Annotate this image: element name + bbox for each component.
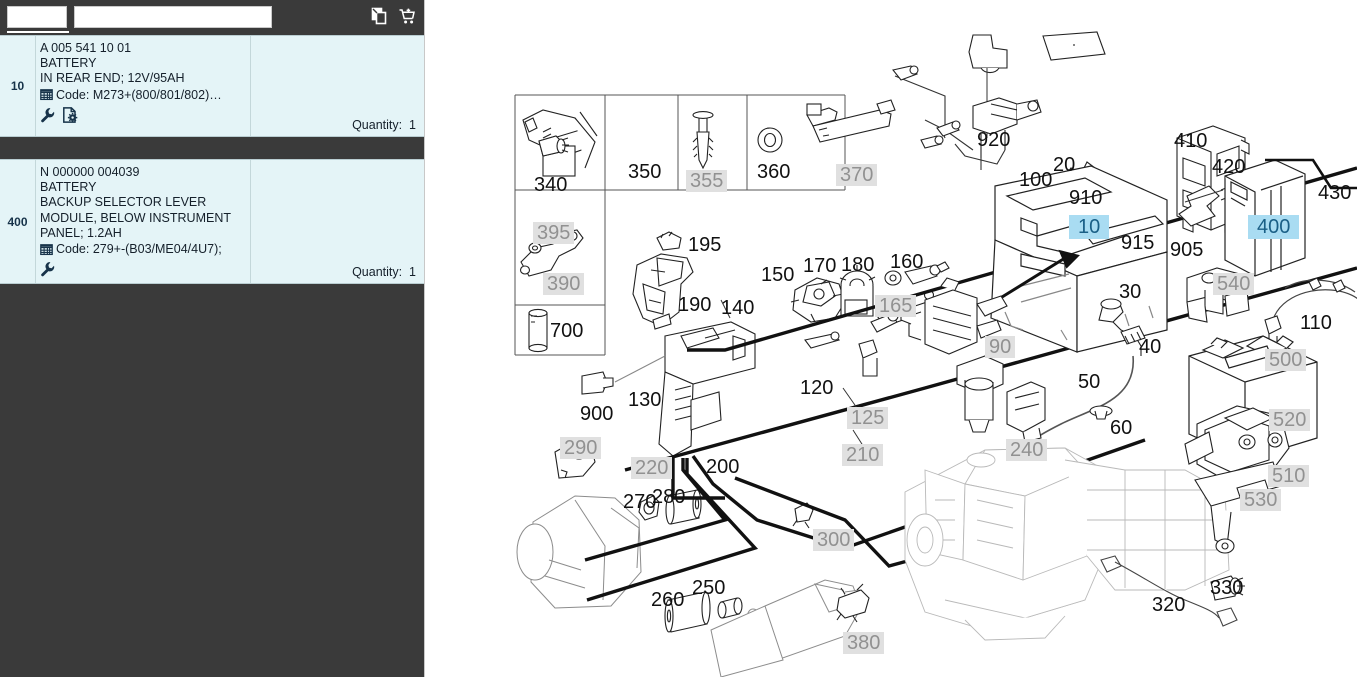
part-code-line: Code: M273+(800/801/802)… <box>40 87 246 103</box>
table-row[interactable]: 10 A 005 541 10 01 BATTERY IN REAR END; … <box>0 35 424 137</box>
callout-195[interactable]: 195 <box>688 234 722 256</box>
callout-260[interactable]: 260 <box>651 589 685 611</box>
row-quantity-cell: Quantity: 1 <box>251 36 424 136</box>
part-description-line2: MODULE, BELOW INSTRUMENT <box>40 210 231 225</box>
part-description: IN REAR END; 12V/95AH <box>40 71 185 86</box>
callout-250[interactable]: 250 <box>692 577 726 599</box>
part-number: N 000000 004039 <box>40 165 140 179</box>
wrench-icon[interactable] <box>40 261 56 277</box>
callout-915[interactable]: 915 <box>1121 232 1155 254</box>
callout-390[interactable]: 390 <box>543 273 585 295</box>
wrench-icon[interactable] <box>40 107 56 123</box>
part-number: A 005 541 10 01 <box>40 41 132 55</box>
table-icon <box>40 243 53 256</box>
row-action-icons <box>40 260 246 278</box>
table-icon <box>40 88 53 101</box>
callout-125[interactable]: 125 <box>847 407 889 429</box>
callout-210[interactable]: 210 <box>842 444 884 466</box>
callout-20[interactable]: 20 <box>1053 154 1076 176</box>
callout-180[interactable]: 180 <box>841 254 875 276</box>
callout-320[interactable]: 320 <box>1152 594 1186 616</box>
callout-330[interactable]: 330 <box>1210 577 1244 599</box>
quantity-label: Quantity: <box>352 265 403 279</box>
callout-110[interactable]: 110 <box>1300 312 1332 334</box>
part-description-line3: PANEL; 1.2AH <box>40 225 122 240</box>
row-details: N 000000 004039 BATTERY BACKUP SELECTOR … <box>36 160 251 283</box>
callout-700[interactable]: 700 <box>550 320 584 342</box>
callout-360[interactable]: 360 <box>757 161 791 183</box>
callout-340[interactable]: 340 <box>534 174 568 196</box>
callout-530[interactable]: 530 <box>1240 489 1282 511</box>
callout-290[interactable]: 290 <box>560 437 602 459</box>
active-tab-underline <box>7 31 69 33</box>
document-gear-icon[interactable] <box>62 106 78 123</box>
part-name: BATTERY <box>40 56 97 71</box>
callout-90[interactable]: 90 <box>985 336 1016 358</box>
callout-280[interactable]: 280 <box>652 486 686 508</box>
quantity-value: 1 <box>409 265 416 279</box>
callout-905[interactable]: 905 <box>1170 239 1204 261</box>
search-input[interactable] <box>74 5 272 28</box>
callout-10[interactable]: 10 <box>1069 215 1110 239</box>
part-code-text: Code: M273+(800/801/802)… <box>56 87 222 102</box>
callout-100[interactable]: 100 <box>1019 169 1053 191</box>
callout-910[interactable]: 910 <box>1069 187 1103 209</box>
copy-icon[interactable] <box>368 6 390 28</box>
callout-165[interactable]: 165 <box>875 295 917 317</box>
callout-380[interactable]: 380 <box>843 632 885 654</box>
row-position-number: 400 <box>0 160 36 283</box>
diagram-artwork <box>514 31 1357 677</box>
callout-170[interactable]: 170 <box>803 255 837 277</box>
callout-510[interactable]: 510 <box>1268 465 1310 487</box>
callout-140[interactable]: 140 <box>721 297 755 319</box>
part-code-text: Code: 279+-(B03/ME04/4U7); <box>56 242 222 257</box>
callout-540[interactable]: 540 <box>1213 273 1255 295</box>
catalog-selector-box[interactable] <box>7 5 67 28</box>
callout-430[interactable]: 430 <box>1318 182 1352 204</box>
callout-120[interactable]: 120 <box>800 377 834 399</box>
table-row[interactable]: 400 N 000000 004039 BATTERY BACKUP SELEC… <box>0 159 424 284</box>
callout-420[interactable]: 420 <box>1212 156 1246 178</box>
callout-190[interactable]: 190 <box>678 294 712 316</box>
callout-410[interactable]: 410 <box>1174 130 1208 152</box>
part-name: BATTERY <box>40 180 97 195</box>
callout-60[interactable]: 60 <box>1110 417 1133 439</box>
quantity-value: 1 <box>409 118 416 132</box>
callout-350[interactable]: 350 <box>628 161 662 183</box>
callout-395[interactable]: 395 <box>533 222 575 244</box>
callout-500[interactable]: 500 <box>1265 349 1307 371</box>
callout-520[interactable]: 520 <box>1269 409 1311 431</box>
add-to-cart-icon[interactable] <box>396 6 418 28</box>
callout-30[interactable]: 30 <box>1119 281 1142 303</box>
row-position-number: 10 <box>0 36 36 136</box>
callout-130[interactable]: 130 <box>628 389 662 411</box>
row-divider <box>0 137 424 159</box>
part-code-line: Code: 279+-(B03/ME04/4U7); <box>40 241 246 257</box>
panel-divider <box>424 0 425 677</box>
callout-50[interactable]: 50 <box>1078 371 1101 393</box>
callout-370[interactable]: 370 <box>836 164 878 186</box>
row-details: A 005 541 10 01 BATTERY IN REAR END; 12V… <box>36 36 251 136</box>
callout-270[interactable]: 270 <box>623 491 657 513</box>
callout-900[interactable]: 900 <box>580 403 614 425</box>
quantity-label: Quantity: <box>352 118 403 132</box>
callout-920[interactable]: 920 <box>977 129 1011 151</box>
row-quantity-cell: Quantity: 1 <box>251 160 424 283</box>
quantity-text: Quantity: 1 <box>352 265 416 279</box>
callout-240[interactable]: 240 <box>1006 439 1048 461</box>
callout-355[interactable]: 355 <box>686 170 728 192</box>
callout-40[interactable]: 40 <box>1139 336 1162 358</box>
toolbar <box>0 0 424 33</box>
part-description-line1: BACKUP SELECTOR LEVER <box>40 195 207 210</box>
callout-160[interactable]: 160 <box>890 251 924 273</box>
callout-400[interactable]: 400 <box>1248 215 1300 239</box>
callout-300[interactable]: 300 <box>813 529 855 551</box>
callout-220[interactable]: 220 <box>631 457 673 479</box>
callout-150[interactable]: 150 <box>761 264 795 286</box>
row-action-icons <box>40 106 246 124</box>
quantity-text: Quantity: 1 <box>352 118 416 132</box>
parts-list-panel: 10 A 005 541 10 01 BATTERY IN REAR END; … <box>0 0 424 677</box>
callout-200[interactable]: 200 <box>706 456 740 478</box>
